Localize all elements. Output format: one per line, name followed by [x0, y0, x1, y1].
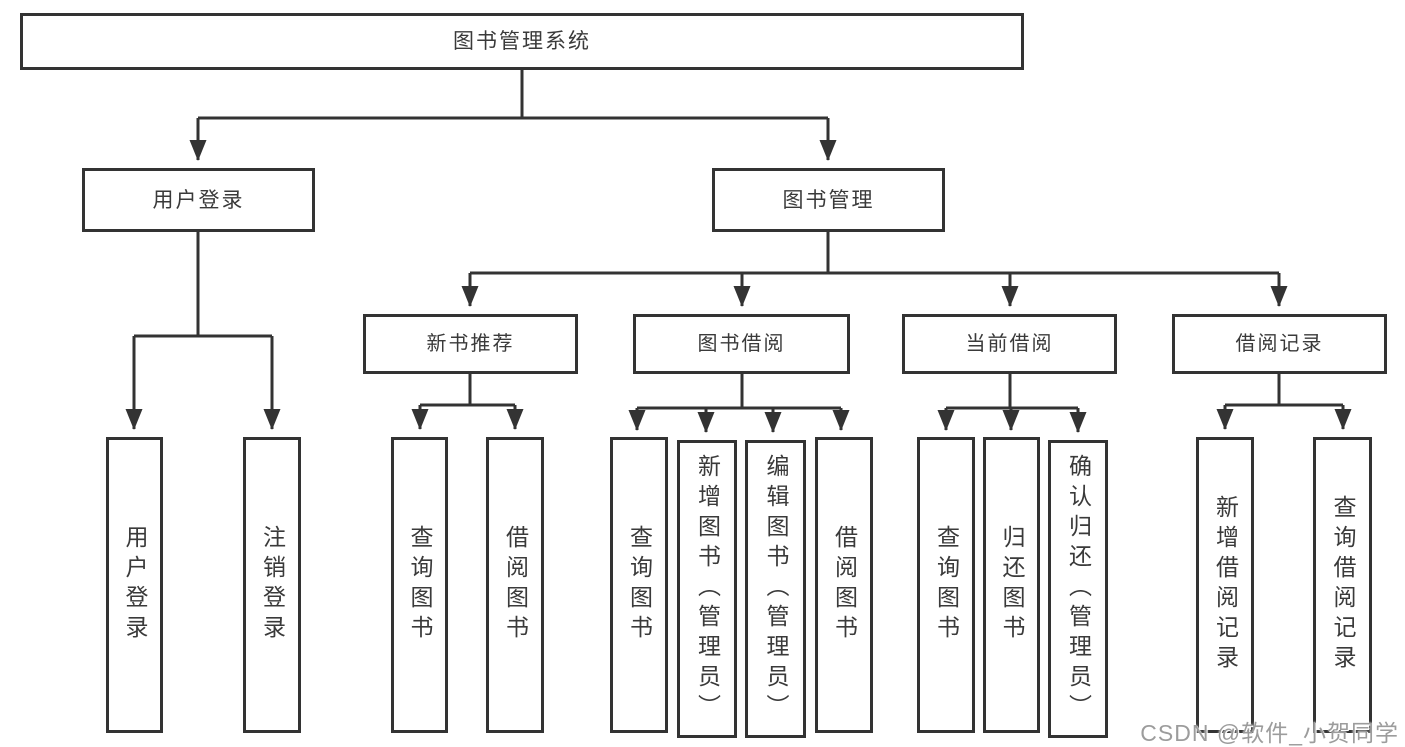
leaf-edit-book-admin: 编辑图书（管理员） [745, 440, 806, 738]
leaf-borrow-book-recommend: 借阅图书 [486, 437, 544, 733]
node-user-login: 用户登录 [82, 168, 315, 232]
node-current-borrow: 当前借阅 [902, 314, 1117, 374]
node-root-book-management-system: 图书管理系统 [20, 13, 1024, 70]
leaf-return-book: 归还图书 [983, 437, 1040, 733]
leaf-logout: 注销登录 [243, 437, 301, 733]
leaf-query-book-borrow: 查询图书 [610, 437, 668, 733]
node-book-borrow: 图书借阅 [633, 314, 850, 374]
leaf-add-borrow-record: 新增借阅记录 [1196, 437, 1254, 733]
leaf-user-login: 用户登录 [106, 437, 163, 733]
leaf-confirm-return-admin: 确认归还（管理员） [1048, 440, 1108, 738]
node-book-management: 图书管理 [712, 168, 945, 232]
leaf-query-book-recommend: 查询图书 [391, 437, 448, 733]
node-borrow-records: 借阅记录 [1172, 314, 1387, 374]
node-new-book-recommend: 新书推荐 [363, 314, 578, 374]
leaf-query-book-current: 查询图书 [917, 437, 975, 733]
leaf-query-borrow-record: 查询借阅记录 [1313, 437, 1372, 733]
csdn-watermark: CSDN @软件_小贺同学 [1140, 720, 1399, 746]
leaf-add-book-admin: 新增图书（管理员） [677, 440, 737, 738]
leaf-borrow-book: 借阅图书 [815, 437, 873, 733]
